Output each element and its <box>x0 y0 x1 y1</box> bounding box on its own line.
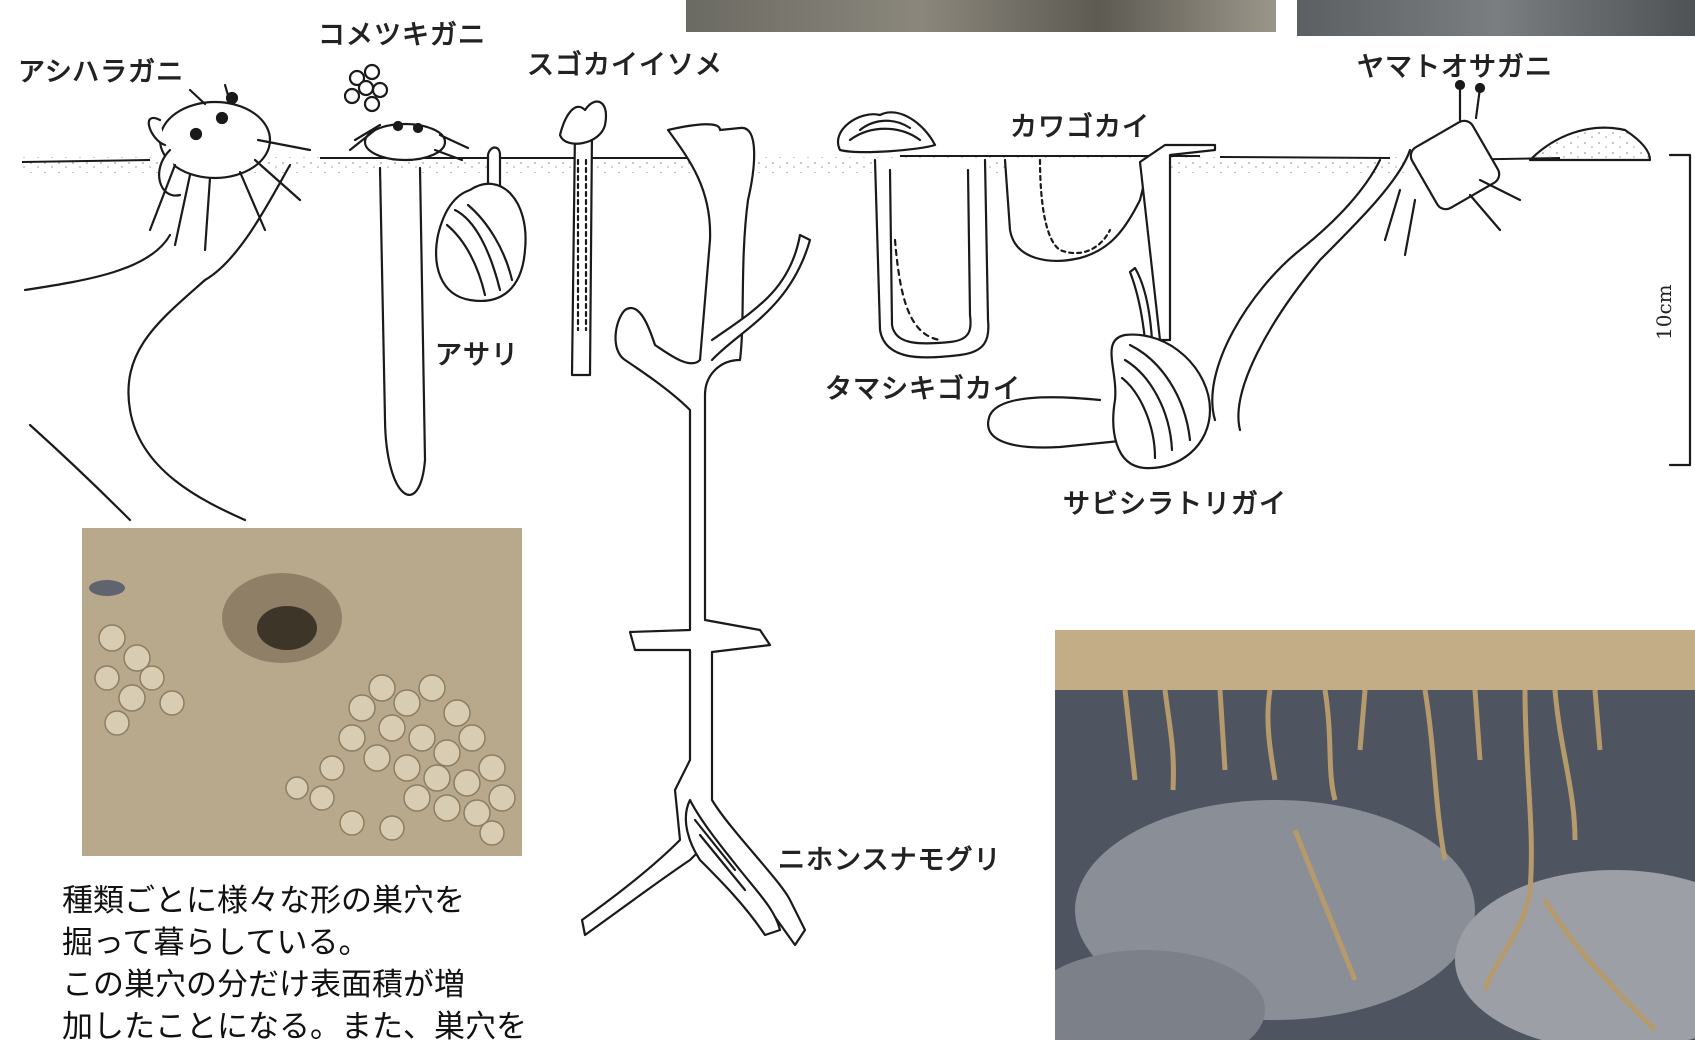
photo-sand-balls-texture <box>82 528 522 856</box>
photo-burrow-cross-section-texture <box>1055 630 1695 1040</box>
kometsukigani-burrow <box>380 168 425 495</box>
label-kometsukigani: コメツキガニ <box>318 13 486 52</box>
photo-sand-balls <box>82 528 522 856</box>
yamatoosagani-mound <box>1530 128 1650 160</box>
sabishiratorigai-siphon-tail <box>1130 268 1152 340</box>
sabishiratorigai-siphon <box>1140 145 1215 340</box>
kometsukigani-sand-balls <box>345 65 387 111</box>
tamashikigokai-fecal-cast <box>838 112 935 152</box>
yamatoosagani-burrow <box>1212 150 1410 430</box>
sugokaiisome-tube-top <box>560 102 606 144</box>
ashiharagani-burrow <box>25 165 290 520</box>
photo-burrow-cross-section <box>1055 630 1695 1040</box>
label-tamashikigokai: タマシキゴカイ <box>825 367 1021 406</box>
kawagokai-burrow <box>1005 160 1150 261</box>
caption-line-4: 加したことになる。また、巣穴を <box>62 1006 582 1048</box>
yamatoosagani-crab-drawing <box>1385 81 1520 255</box>
caption-line-2: 掘って暮らしている。 <box>62 922 582 964</box>
caption-line-1: 種類ごとに様々な形の巣穴を <box>62 880 582 922</box>
label-asari: アサリ <box>435 333 519 372</box>
label-nihonsunamoguri: ニホンスナモグリ <box>778 838 1001 877</box>
label-kawagokai: カワゴカイ <box>1010 105 1150 144</box>
tamashikigokai-burrow-inner <box>890 170 971 343</box>
label-sugokaiisome: スゴカイイソメ <box>527 43 723 82</box>
label-sabishiratorigai: サビシラトリガイ <box>1063 482 1287 521</box>
label-yamatoosagani: ヤマトオサガニ <box>1357 45 1553 84</box>
label-ashiharagani: アシハラガニ <box>18 50 184 89</box>
caption-line-3: この巣穴の分だけ表面積が増 <box>62 964 582 1006</box>
caption-text: 種類ごとに様々な形の巣穴を 掘って暮らしている。 この巣穴の分だけ表面積が増 加… <box>62 880 582 1048</box>
sugokaiisome-tube <box>572 130 592 375</box>
scale-label: 10cm <box>1652 284 1676 340</box>
kometsukigani-crab-drawing <box>350 122 468 160</box>
